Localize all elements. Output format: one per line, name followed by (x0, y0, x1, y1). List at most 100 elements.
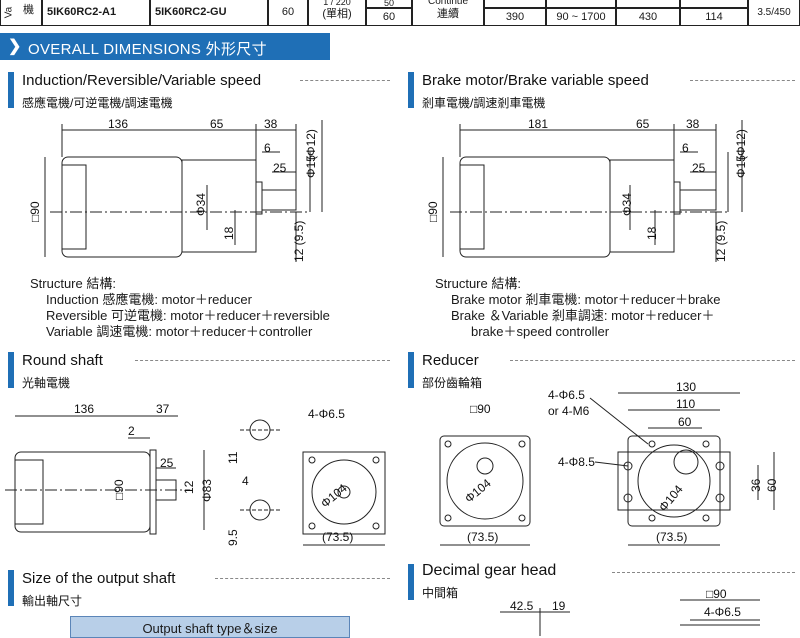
panel-subtitle-induction: 感應電機/可逆電機/調速電機 (22, 96, 173, 110)
section-header-bar (0, 33, 330, 60)
cell-last: 3.5/450 (748, 0, 800, 26)
dim-label: 60 (765, 478, 779, 492)
cell-50: 50 (366, 0, 412, 8)
dim-label: 65 (210, 117, 224, 131)
panel-subtitle-reducer: 部份齒輪箱 (422, 376, 483, 390)
dim-label: 4-Φ6.5 (308, 407, 345, 421)
dim-label: 130 (676, 380, 697, 394)
dim-label: □90 (470, 402, 491, 416)
cell-blank-a (484, 0, 546, 8)
structure-line: Reversible 可逆電機: motor＋reducer＋reversibl… (46, 308, 330, 323)
dim-label: 9.5 (226, 529, 240, 546)
panel-marker-decimal (408, 564, 414, 600)
dim-label: (73.5) (656, 530, 688, 544)
panel-subtitle-brake: 剎車電機/調速剎車電機 (422, 96, 546, 110)
dim-label: Φ34 (620, 193, 634, 216)
dim-label: 25 (160, 456, 174, 470)
section-title: OVERALL DIMENSIONS 外形尺寸 (28, 41, 267, 58)
panel-subtitle-round: 光軸電機 (22, 376, 71, 390)
duty-cn: 連續 (437, 8, 459, 20)
cell-60b: 60 (366, 8, 412, 26)
cell-430: 430 (616, 8, 680, 26)
divider (510, 360, 795, 361)
panel-marker-reducer (408, 352, 414, 388)
panel-title-decimal: Decimal gear head (422, 562, 557, 579)
cell-60: 60 (268, 0, 308, 26)
chevron-right-icon: ❯ (8, 38, 22, 55)
panel-subtitle-decimal: 中間箱 (422, 586, 459, 600)
panel-marker-round (8, 352, 14, 388)
spec-table-strip: Va 機 5IK60RC2-A1 5IK60RC2-GU 60 1 / 220 … (0, 0, 800, 28)
dim-label: 181 (528, 117, 549, 131)
dim-label: 19 (552, 599, 566, 613)
structure-heading: Structure 結構: (435, 276, 521, 291)
dim-label: 18 (222, 226, 236, 240)
dim-label: 12 (182, 480, 196, 494)
structure-right: Structure 結構: Brake motor 剎車電機: motor＋re… (435, 276, 720, 340)
structure-line: Induction 感應電機: motor＋reducer (46, 292, 252, 307)
panel-title-induction: Induction/Reversible/Variable speed (22, 72, 262, 89)
dim-label: 110 (676, 397, 696, 411)
cell-blank-b (546, 0, 616, 8)
panel-title-reducer: Reducer (422, 352, 479, 369)
dim-label: 4-Φ6.5 (548, 388, 585, 402)
table-row-label: Va 機 (0, 0, 42, 26)
dim-label: 12 (9.5) (714, 220, 728, 262)
cell-blank-c (616, 0, 680, 8)
panel-title-output: Size of the output shaft (22, 570, 176, 587)
dim-label: □90 (112, 479, 126, 500)
induction-motor-drawing (44, 120, 323, 262)
phase-voltage: 1 / 220 (323, 0, 351, 7)
dim-label: 42.5 (510, 599, 534, 613)
duty-en: Continue (427, 0, 469, 7)
dim-label: (73.5) (467, 530, 499, 544)
panel-marker-induction (8, 72, 14, 108)
dim-label: 4 (242, 474, 249, 488)
model-cell-2: 5IK60RC2-GU (150, 0, 268, 26)
structure-line: brake＋speed controller (471, 324, 610, 339)
dim-label: 2 (128, 424, 135, 438)
dim-label: 65 (636, 117, 650, 131)
cell-range: 90 ~ 1700 (546, 8, 616, 26)
divider (215, 578, 390, 579)
panel-marker-output (8, 570, 14, 606)
dim-label: Φ34 (194, 193, 208, 216)
dim-label: 38 (686, 117, 700, 131)
cell-114: 114 (680, 8, 748, 26)
dim-label: □90 (28, 201, 42, 222)
dim-label: 12 (9.5) (292, 220, 306, 262)
divider (300, 80, 390, 81)
decimal-gear-drawing (500, 599, 760, 636)
dim-label: 60 (678, 415, 692, 429)
output-shaft-header: Output shaft type＆size (70, 616, 350, 638)
panel-subtitle-output: 輸出軸尺寸 (22, 594, 83, 608)
cell-390: 390 (484, 8, 546, 26)
cell-phase: 1 / 220 (單相) (308, 0, 366, 26)
dim-label: (73.5) (322, 530, 354, 544)
dim-label: Φ83 (200, 479, 214, 502)
cell-blank-d (680, 0, 748, 8)
panel-marker-brake (408, 72, 414, 108)
phase-label: (單相) (322, 8, 352, 20)
dim-label: 136 (74, 402, 95, 416)
structure-line: Brake ＆Variable 剎車調速: motor＋reducer＋ (451, 308, 715, 323)
divider (612, 572, 795, 573)
dim-label: 36 (749, 478, 763, 492)
dim-label: 37 (156, 402, 170, 416)
dim-label: 38 (264, 117, 278, 131)
dim-label: 6 (264, 141, 271, 155)
model-cell-1: 5IK60RC2-A1 (42, 0, 150, 26)
dim-label: 136 (108, 117, 129, 131)
dim-label: 4-Φ8.5 (558, 455, 595, 469)
panel-title-brake: Brake motor/Brake variable speed (422, 72, 649, 89)
dim-label: 25 (692, 161, 706, 175)
dim-label: 18 (645, 226, 659, 240)
dim-label: 6 (682, 141, 689, 155)
structure-line: Brake motor 剎車電機: motor＋reducer＋brake (451, 292, 721, 307)
round-shaft-drawing (5, 415, 386, 546)
divider (690, 80, 795, 81)
structure-heading: Structure 結構: (30, 276, 116, 291)
dim-label: □90 (706, 587, 727, 601)
dim-label: □90 (426, 201, 440, 222)
